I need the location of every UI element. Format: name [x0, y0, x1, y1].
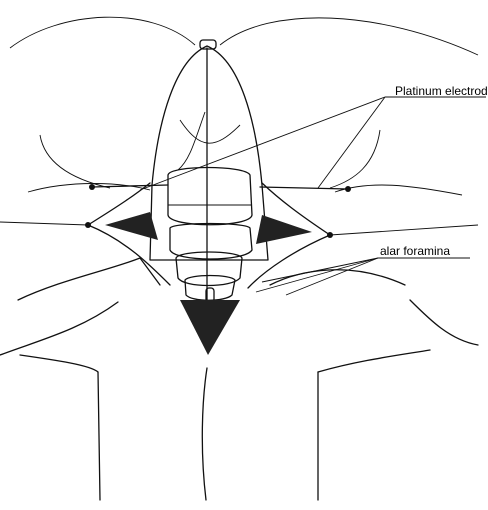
label-alar-foramina: alar foramina: [380, 244, 450, 258]
membrane: [88, 183, 330, 355]
body-outline: [150, 46, 268, 300]
electrode-wires: [89, 184, 351, 192]
label-platinum-electrode: Platinum electrode: [395, 84, 488, 98]
thorax-segments: [168, 168, 252, 303]
wing-outlines: [10, 17, 478, 195]
lower-body: [0, 258, 478, 500]
